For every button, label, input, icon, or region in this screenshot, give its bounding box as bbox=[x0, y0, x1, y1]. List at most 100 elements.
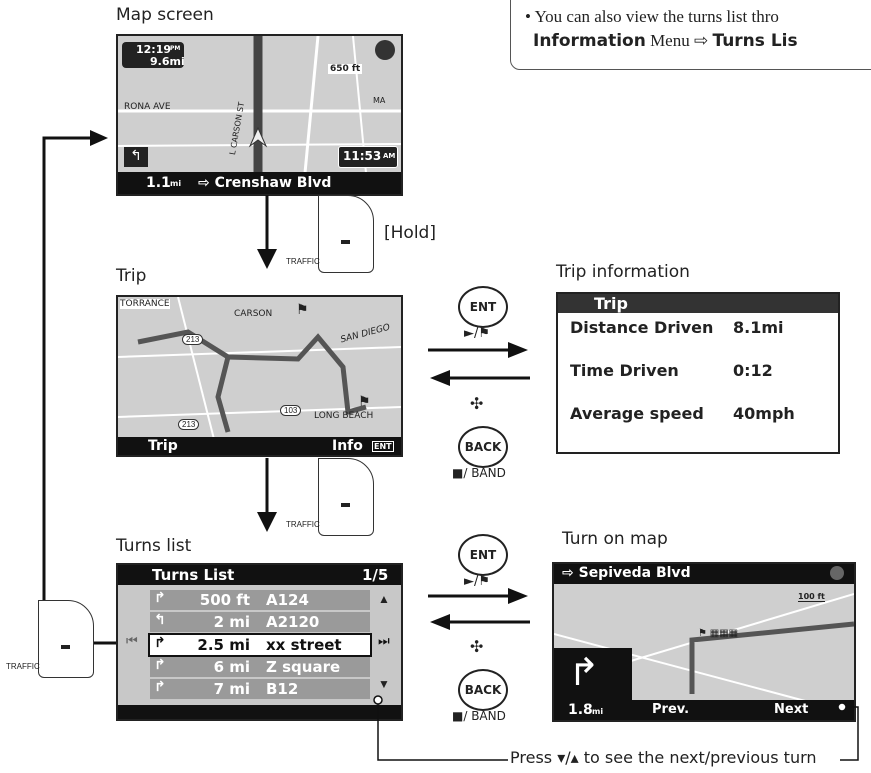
note-bold-information: Information bbox=[533, 31, 646, 51]
label-turns-list: Turns list bbox=[116, 536, 192, 556]
turns-list-row[interactable]: ↰ 2 mi A2120 bbox=[150, 612, 370, 632]
scroll-down-icon[interactable]: ▼ bbox=[378, 677, 390, 691]
turn-right-big-icon: ↱ bbox=[568, 652, 600, 694]
map-street-name: ⇨ Crenshaw Blvd bbox=[198, 175, 332, 191]
turns-list-titlebar: Turns List 1/5 bbox=[118, 565, 401, 585]
back-button-2[interactable]: BACK bbox=[458, 669, 508, 711]
trip-label-long-beach: LONG BEACH bbox=[314, 411, 374, 421]
turns-list-row-name: xx street bbox=[266, 636, 342, 654]
label-map-screen: Map screen bbox=[116, 5, 214, 25]
traffic-button-1[interactable] bbox=[318, 195, 374, 273]
turns-list-row-distance: 2.5 mi bbox=[197, 636, 250, 654]
map-screen-roads bbox=[118, 36, 401, 194]
back-button-1[interactable]: BACK bbox=[458, 426, 508, 468]
map-label-ma: MA bbox=[373, 96, 386, 105]
traffic-button-3[interactable] bbox=[38, 600, 94, 678]
ent-button-1[interactable]: ENT bbox=[458, 286, 508, 328]
back-sub-2: ■/ BAND bbox=[452, 709, 506, 723]
note-menu-text: Menu ⇨ bbox=[645, 31, 713, 50]
trip-bar-info[interactable]: Info bbox=[332, 438, 363, 454]
turns-list-screen: Turns List 1/5 ↱ 500 ft A124 ↰ 2 mi A212… bbox=[116, 563, 403, 721]
arrow-down-1 bbox=[257, 195, 277, 269]
map-trip-distance: 9.6mi bbox=[150, 55, 185, 68]
turn-left-icon: ↰ bbox=[154, 612, 166, 628]
turns-list-row-name: B12 bbox=[266, 680, 299, 698]
ent-button-2[interactable]: ENT bbox=[458, 534, 508, 576]
turn-right-icon: ↱ bbox=[154, 590, 166, 606]
trip-bottom-bar: Trip Info ENT bbox=[118, 437, 401, 455]
dpad-icon-1[interactable]: ✣ bbox=[470, 394, 484, 413]
traffic-label-1: TRAFFIC bbox=[286, 257, 320, 266]
arrow-down-2 bbox=[257, 458, 277, 532]
turns-list-row[interactable]: ↱ 6 mi Z square bbox=[150, 657, 370, 677]
turn-map-topbar: ⇨ Sepiveda Blvd bbox=[554, 564, 854, 584]
map-time: 12:19 bbox=[136, 43, 172, 56]
turn-map-prev[interactable]: Prev. bbox=[652, 702, 690, 717]
map-scale: 650 ft bbox=[328, 64, 363, 74]
turns-list-row-distance: 500 ft bbox=[199, 591, 250, 609]
turns-list-row-name: A2120 bbox=[266, 613, 320, 631]
note-bold-turns: Turns Lis bbox=[712, 31, 798, 51]
map-time-suffix: PM bbox=[170, 45, 181, 52]
turn-map-distance: 1.8 bbox=[568, 702, 593, 718]
compass-icon[interactable] bbox=[375, 40, 395, 60]
trip-shield-213a: 213 bbox=[182, 334, 204, 345]
turns-list-page: 1/5 bbox=[362, 566, 389, 584]
turn-right-icon: ↱ bbox=[154, 679, 166, 695]
note-box: • You can also view the turns list thro … bbox=[510, 0, 871, 70]
turns-list-row[interactable]: ↱ 500 ft A124 bbox=[150, 590, 370, 610]
map-time-box: 12:19 PM 9.6mi bbox=[122, 42, 185, 68]
trip-info-label-speed: Average speed bbox=[570, 404, 704, 423]
ent-sub-1: ►/⚑ bbox=[464, 326, 491, 341]
turn-map-street: ⇨ Sepiveda Blvd bbox=[562, 565, 691, 581]
turn-map-unit: mi bbox=[592, 707, 604, 716]
map-clock-box: 11:53 AM bbox=[338, 146, 398, 168]
turn-right-icon: ↱ bbox=[154, 657, 166, 673]
traffic-label-3: TRAFFIC bbox=[6, 662, 40, 671]
checkered-flag-icon: ⚑ bbox=[296, 301, 309, 317]
trip-shield-213b: 213 bbox=[178, 419, 200, 430]
caption-press-arrows: Press ▾/▴ to see the next/previous turn bbox=[510, 748, 817, 767]
turns-list-row-selected[interactable]: ↱ 2.5 mi xx street bbox=[148, 633, 372, 657]
map-clock-suffix: AM bbox=[383, 152, 396, 160]
trip-info-label-distance: Distance Driven bbox=[570, 318, 714, 337]
turns-list-title: Turns List bbox=[152, 566, 235, 584]
turns-list-row[interactable]: ↱ 7 mi B12 bbox=[150, 679, 370, 699]
destination-flag-icon: ⚑ bbox=[358, 393, 371, 409]
skip-back-icon[interactable]: ⏮ bbox=[126, 633, 138, 648]
label-turn-on-map: Turn on map bbox=[562, 529, 668, 549]
trip-info-value-time: 0:12 bbox=[733, 361, 773, 380]
turns-list-row-distance: 2 mi bbox=[213, 613, 250, 631]
label-hold: [Hold] bbox=[384, 223, 436, 243]
label-trip: Trip bbox=[116, 266, 147, 286]
trip-info-label-time: Time Driven bbox=[570, 361, 679, 380]
turn-map-next[interactable]: Next bbox=[774, 702, 809, 717]
label-trip-information: Trip information bbox=[556, 262, 690, 282]
map-clock: 11:53 bbox=[343, 149, 382, 163]
trip-screen: TORRANCE CARSON SAN DIEGO LONG BEACH 213… bbox=[116, 295, 403, 457]
traffic-label-2: TRAFFIC bbox=[286, 520, 320, 529]
arrow-left-2 bbox=[430, 614, 530, 630]
turns-list-row-name: A124 bbox=[266, 591, 309, 609]
turns-list-bottom-bar bbox=[118, 705, 401, 719]
turns-list-row-name: Z square bbox=[266, 658, 341, 676]
skip-forward-icon[interactable]: ⏭ bbox=[378, 633, 390, 648]
trip-bar-left: Trip bbox=[148, 438, 178, 454]
trip-label-torrance: TORRANCE bbox=[120, 299, 170, 309]
turn-on-map-screen: ⇨ Sepiveda Blvd 100 ft ⚑ ▦▦▦ ↱ 1.8 mi Pr… bbox=[552, 562, 856, 722]
trip-info-value-distance: 8.1mi bbox=[733, 318, 784, 337]
scroll-up-icon[interactable]: ▲ bbox=[378, 592, 390, 606]
map-bottom-bar: 1.1 mi ⇨ Crenshaw Blvd bbox=[118, 172, 401, 194]
dpad-icon-2[interactable]: ✣ bbox=[470, 637, 484, 656]
traffic-button-2[interactable] bbox=[318, 458, 374, 536]
arrow-right-2 bbox=[428, 588, 528, 604]
turns-list-row-distance: 6 mi bbox=[213, 658, 250, 676]
map-bottom-distance: 1.1 bbox=[146, 175, 171, 191]
trip-info-header: Trip bbox=[558, 294, 838, 313]
compass-icon[interactable] bbox=[830, 566, 844, 580]
trip-label-carson: CARSON bbox=[234, 309, 273, 319]
arrow-right-1 bbox=[428, 342, 528, 358]
map-bottom-unit: mi bbox=[170, 179, 182, 188]
ent-sub-2: ►/⚑ bbox=[464, 574, 491, 589]
